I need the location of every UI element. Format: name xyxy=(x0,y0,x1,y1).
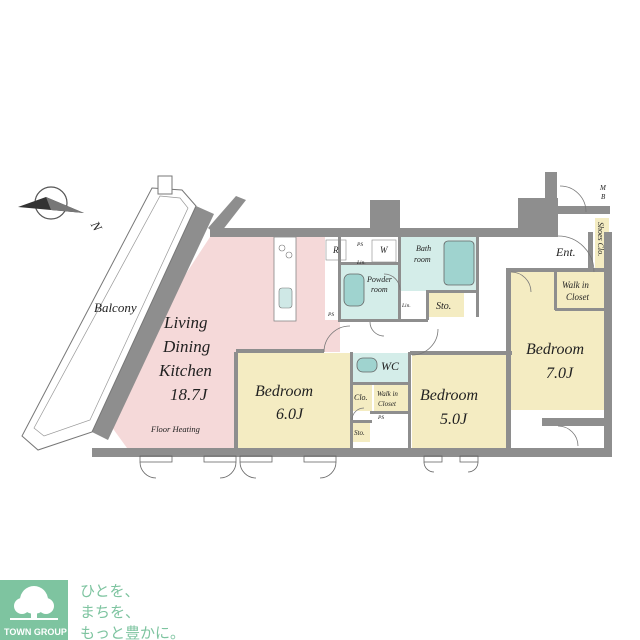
walkin-closet-b-area xyxy=(374,385,408,411)
mb-line2: B xyxy=(601,193,606,201)
kitchen-counter xyxy=(273,236,297,322)
tree-logo-icon-left xyxy=(14,598,30,614)
ldk-line3: Kitchen xyxy=(158,361,212,380)
powder-room-line1: Powder xyxy=(366,275,393,284)
stove-icon xyxy=(278,244,286,252)
brand-logo: TOWN GROUP xyxy=(0,580,68,640)
bedroom2-area xyxy=(412,355,506,448)
sto1-label: Sto. xyxy=(354,429,365,437)
bedroom2-name: Bedroom xyxy=(420,387,478,404)
sto2-label: Sto. xyxy=(436,301,451,312)
fridge-label: R xyxy=(332,245,339,255)
toilet-icon xyxy=(356,357,378,373)
entrance-label: Ent. xyxy=(555,245,576,259)
washer-label: W xyxy=(380,245,389,255)
shoes-closet-label: Shoes Clo. xyxy=(596,222,605,256)
compass-north-label: N xyxy=(87,218,105,235)
balcony-outline xyxy=(21,187,197,451)
bedroom2-size: 5.0J xyxy=(440,411,468,428)
slogan-line3: もっと豊かに。 xyxy=(80,624,185,640)
bathroom-line2: room xyxy=(414,255,431,264)
walkin-closet-a-area xyxy=(557,272,607,308)
bedroom3-size: 7.0J xyxy=(546,365,574,382)
bedroom1-area xyxy=(237,353,350,448)
bedroom1-name: Bedroom xyxy=(255,383,313,400)
stove-icon-2 xyxy=(285,251,293,259)
ps1-label: PS xyxy=(356,242,363,248)
compass-needle-tip xyxy=(46,197,84,213)
linen2-label: Lin. xyxy=(401,303,411,309)
tree-ground-icon xyxy=(10,618,58,620)
clo-area xyxy=(352,385,372,411)
brand-name: TOWN GROUP xyxy=(4,627,67,637)
ps2-label: PS xyxy=(327,312,334,318)
mb-line1: M xyxy=(599,184,607,192)
balcony-inner xyxy=(33,195,189,437)
balcony-post xyxy=(157,175,173,195)
balcony-label: Balcony xyxy=(94,300,137,315)
sto1-area xyxy=(352,422,370,442)
walkin-closet-a-line2: Closet xyxy=(566,292,590,302)
tree-trunk-icon xyxy=(31,608,37,620)
wc-label: WC xyxy=(381,359,400,373)
slogan-line1: ひとを、 xyxy=(80,582,140,600)
windows xyxy=(139,455,479,479)
ldk-line2: Dining xyxy=(162,337,210,356)
bedroom3-name: Bedroom xyxy=(526,341,584,358)
kitchen-sink-icon xyxy=(278,287,293,309)
floor-heating-note: Floor Heating xyxy=(150,424,200,434)
doors xyxy=(323,185,595,447)
compass: N xyxy=(18,186,106,235)
powder-room-line2: room xyxy=(371,285,388,294)
ps3-label: PS xyxy=(377,415,384,421)
walkin-closet-a-line1: Walk in xyxy=(562,280,589,290)
clo-label: Clo. xyxy=(354,393,368,402)
bedroom1-size: 6.0J xyxy=(276,406,304,423)
walls xyxy=(92,172,612,457)
slogan-line2: まちを、 xyxy=(80,603,140,621)
ldk-line1: Living xyxy=(163,313,207,332)
ldk-size: 18.7J xyxy=(170,385,209,404)
washbasin-icon xyxy=(343,273,365,307)
walkin-closet-b-line2: Closet xyxy=(378,400,397,408)
linen1-label: Lin. xyxy=(356,260,366,266)
bathtub-icon xyxy=(443,240,475,286)
bathroom-line1: Bath xyxy=(416,244,431,253)
tree-logo-icon-right xyxy=(38,598,54,614)
walkin-closet-b-line1: Walk in xyxy=(377,390,398,398)
sto2-area xyxy=(428,292,464,317)
